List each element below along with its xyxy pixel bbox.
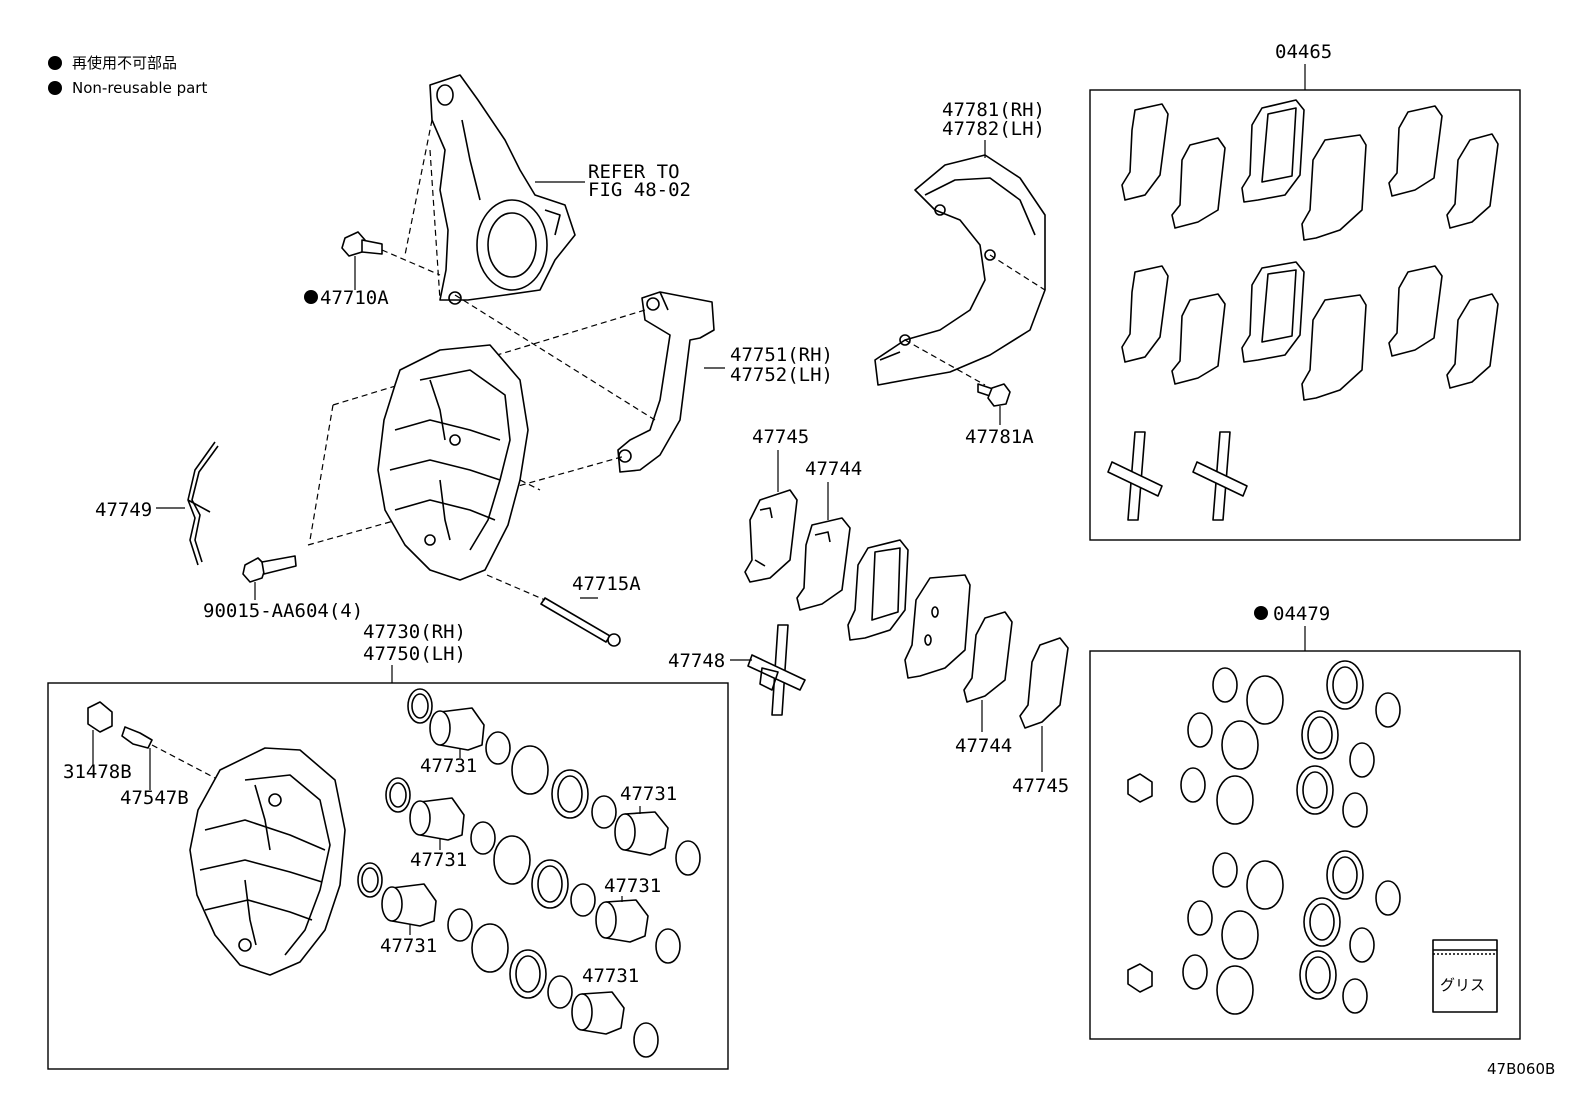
bolt-47781A xyxy=(977,383,1011,407)
part-label-47752: 47752(LH) xyxy=(730,364,833,386)
part-label-47710A: 47710A xyxy=(320,287,389,309)
seal-kit-box-04479 xyxy=(1089,650,1521,1040)
caliper-mounting-bracket xyxy=(617,291,715,473)
pad-shim-47744-upper xyxy=(796,517,851,611)
brake-pad-outer xyxy=(904,574,971,679)
pad-kit-04465-contents xyxy=(1107,99,1499,521)
pad-kit-box-04465 xyxy=(1089,89,1521,541)
part-label-47782: 47782(LH) xyxy=(942,118,1045,140)
part-label-47744-lower: 47744 xyxy=(955,735,1012,757)
bolt-47710A xyxy=(341,231,441,276)
pad-shim-47745-upper xyxy=(744,489,798,583)
part-label-47547B: 47547B xyxy=(120,787,189,809)
non-reusable-dot-icon xyxy=(304,290,318,304)
part-label-47731-4: 47731 xyxy=(604,875,661,897)
steering-knuckle xyxy=(429,74,576,305)
part-label-47749: 47749 xyxy=(95,499,152,521)
piston-47731-4 xyxy=(595,899,649,943)
non-reusable-dot-icon xyxy=(48,81,62,95)
part-label-47730: 47730(RH) xyxy=(363,621,466,643)
part-label-47745-upper: 47745 xyxy=(752,426,809,448)
part-label-47715A: 47715A xyxy=(572,573,641,595)
seal-kit-04479-contents xyxy=(1127,660,1401,1015)
part-label-04465: 04465 xyxy=(1275,41,1332,63)
disc-dust-cover xyxy=(874,154,1046,386)
pad-spring-47749 xyxy=(187,441,219,566)
refer-fig-label-1: REFER TO xyxy=(588,161,680,183)
piston-47731-2 xyxy=(614,811,669,856)
part-label-47731-1: 47731 xyxy=(420,755,477,777)
part-label-47731-6: 47731 xyxy=(582,965,639,987)
legend-jp: 再使用不可部品 xyxy=(72,54,177,72)
part-label-47781A: 47781A xyxy=(965,426,1034,448)
caliper-assembly-box xyxy=(47,682,729,1070)
non-reusable-dot-icon xyxy=(48,56,62,70)
piston-47731-1 xyxy=(429,707,485,751)
grease-label: グリス xyxy=(1440,976,1485,994)
bleeder-cap-31478B xyxy=(87,701,113,733)
part-label-90015: 90015-AA604(4) xyxy=(203,600,363,622)
part-label-47748: 47748 xyxy=(668,650,725,672)
part-label-47731-3: 47731 xyxy=(410,849,467,871)
legend: 再使用不可部品 Non-reusable part xyxy=(48,54,207,97)
piston-47731-5 xyxy=(381,883,437,927)
part-label-47744-upper: 47744 xyxy=(805,458,862,480)
part-label-04479: 04479 xyxy=(1273,603,1330,625)
brake-caliper-lower xyxy=(189,747,346,976)
piston-seal-kit xyxy=(357,688,701,1058)
part-label-31478B: 31478B xyxy=(63,761,132,783)
diagram-code: 47B060B xyxy=(1487,1060,1555,1078)
part-label-47731-2: 47731 xyxy=(620,783,677,805)
brake-pad-inner xyxy=(847,539,909,641)
bleeder-plug-47547B xyxy=(121,726,216,779)
non-reusable-dot-icon xyxy=(1254,606,1268,620)
part-label-47745-lower: 47745 xyxy=(1012,775,1069,797)
pad-shim-47744-lower xyxy=(963,611,1013,703)
piston-47731-6 xyxy=(571,991,625,1035)
refer-fig-label-2: FIG 48-02 xyxy=(588,179,691,201)
part-label-47751: 47751(RH) xyxy=(730,344,833,366)
pad-shim-47745-lower xyxy=(1019,637,1069,729)
pin-47715A xyxy=(540,597,621,647)
part-label-47750: 47750(LH) xyxy=(363,643,466,665)
piston-47731-3 xyxy=(409,797,465,841)
legend-en: Non-reusable part xyxy=(72,79,207,97)
part-label-47731-5: 47731 xyxy=(380,935,437,957)
grease-packet-icon: グリス xyxy=(1432,939,1498,1013)
bolt-90015-AA604 xyxy=(242,555,297,583)
part-label-47781: 47781(RH) xyxy=(942,99,1045,121)
brake-caliper-upper xyxy=(377,344,529,581)
anti-rattle-clip-47748 xyxy=(747,624,806,716)
